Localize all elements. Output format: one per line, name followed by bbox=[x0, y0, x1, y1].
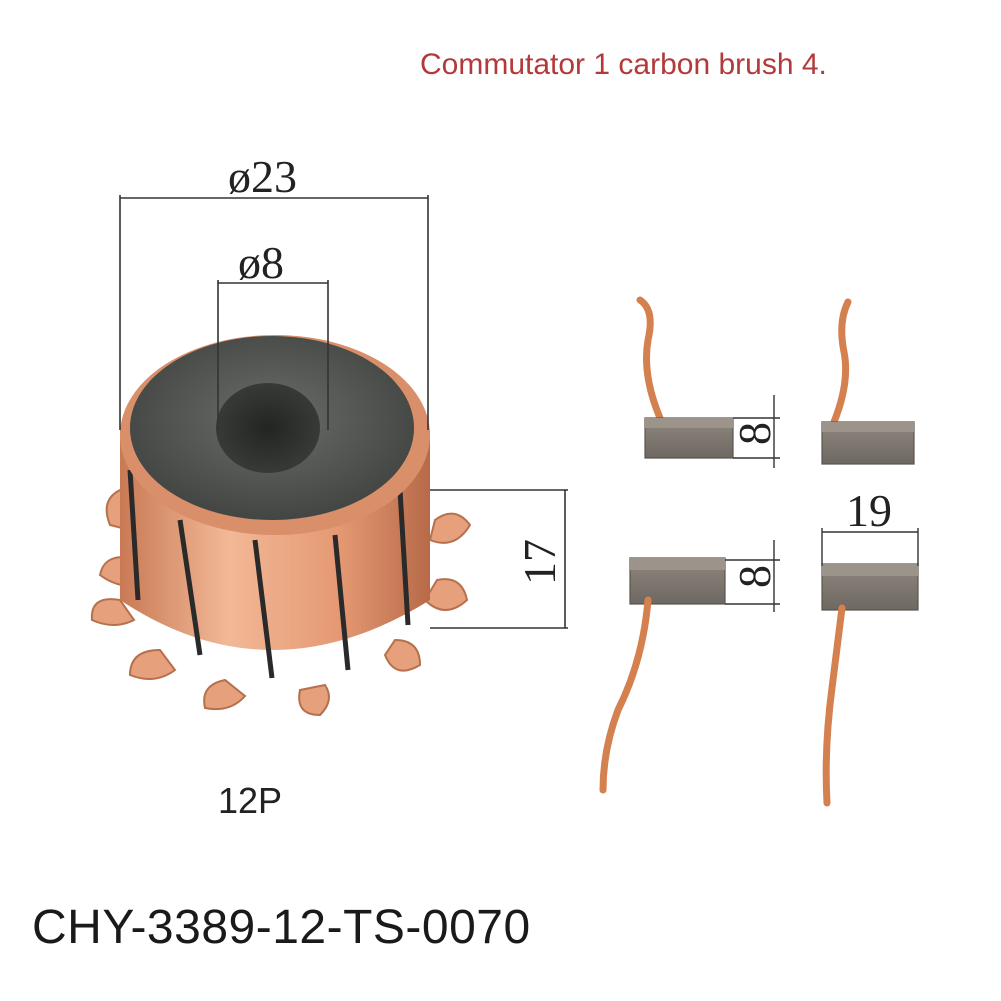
pole-count-label: 12P bbox=[218, 780, 283, 821]
inner-diameter-label: ø8 bbox=[238, 237, 284, 288]
carbon-brush bbox=[821, 563, 919, 807]
commutator-dimensions bbox=[119, 195, 568, 629]
height-label: 17 bbox=[514, 539, 565, 585]
commutator bbox=[90, 335, 472, 717]
model-code: CHY-3389-12-TS-0070 bbox=[32, 901, 531, 954]
carbon-brush bbox=[599, 557, 726, 794]
commutator-hooks bbox=[90, 488, 472, 717]
brush-dimensions bbox=[725, 395, 919, 612]
header-title: Commutator 1 carbon brush 4. bbox=[420, 48, 827, 81]
brush-thickness-label-bottom: 8 bbox=[729, 565, 780, 588]
brush-thickness-label-top: 8 bbox=[729, 422, 780, 445]
segment-grooves bbox=[127, 469, 411, 679]
brush-length-label: 19 bbox=[846, 485, 892, 536]
carbon-brush bbox=[636, 296, 734, 459]
outer-diameter-label: ø23 bbox=[228, 151, 297, 202]
carbon-brush bbox=[821, 298, 915, 465]
